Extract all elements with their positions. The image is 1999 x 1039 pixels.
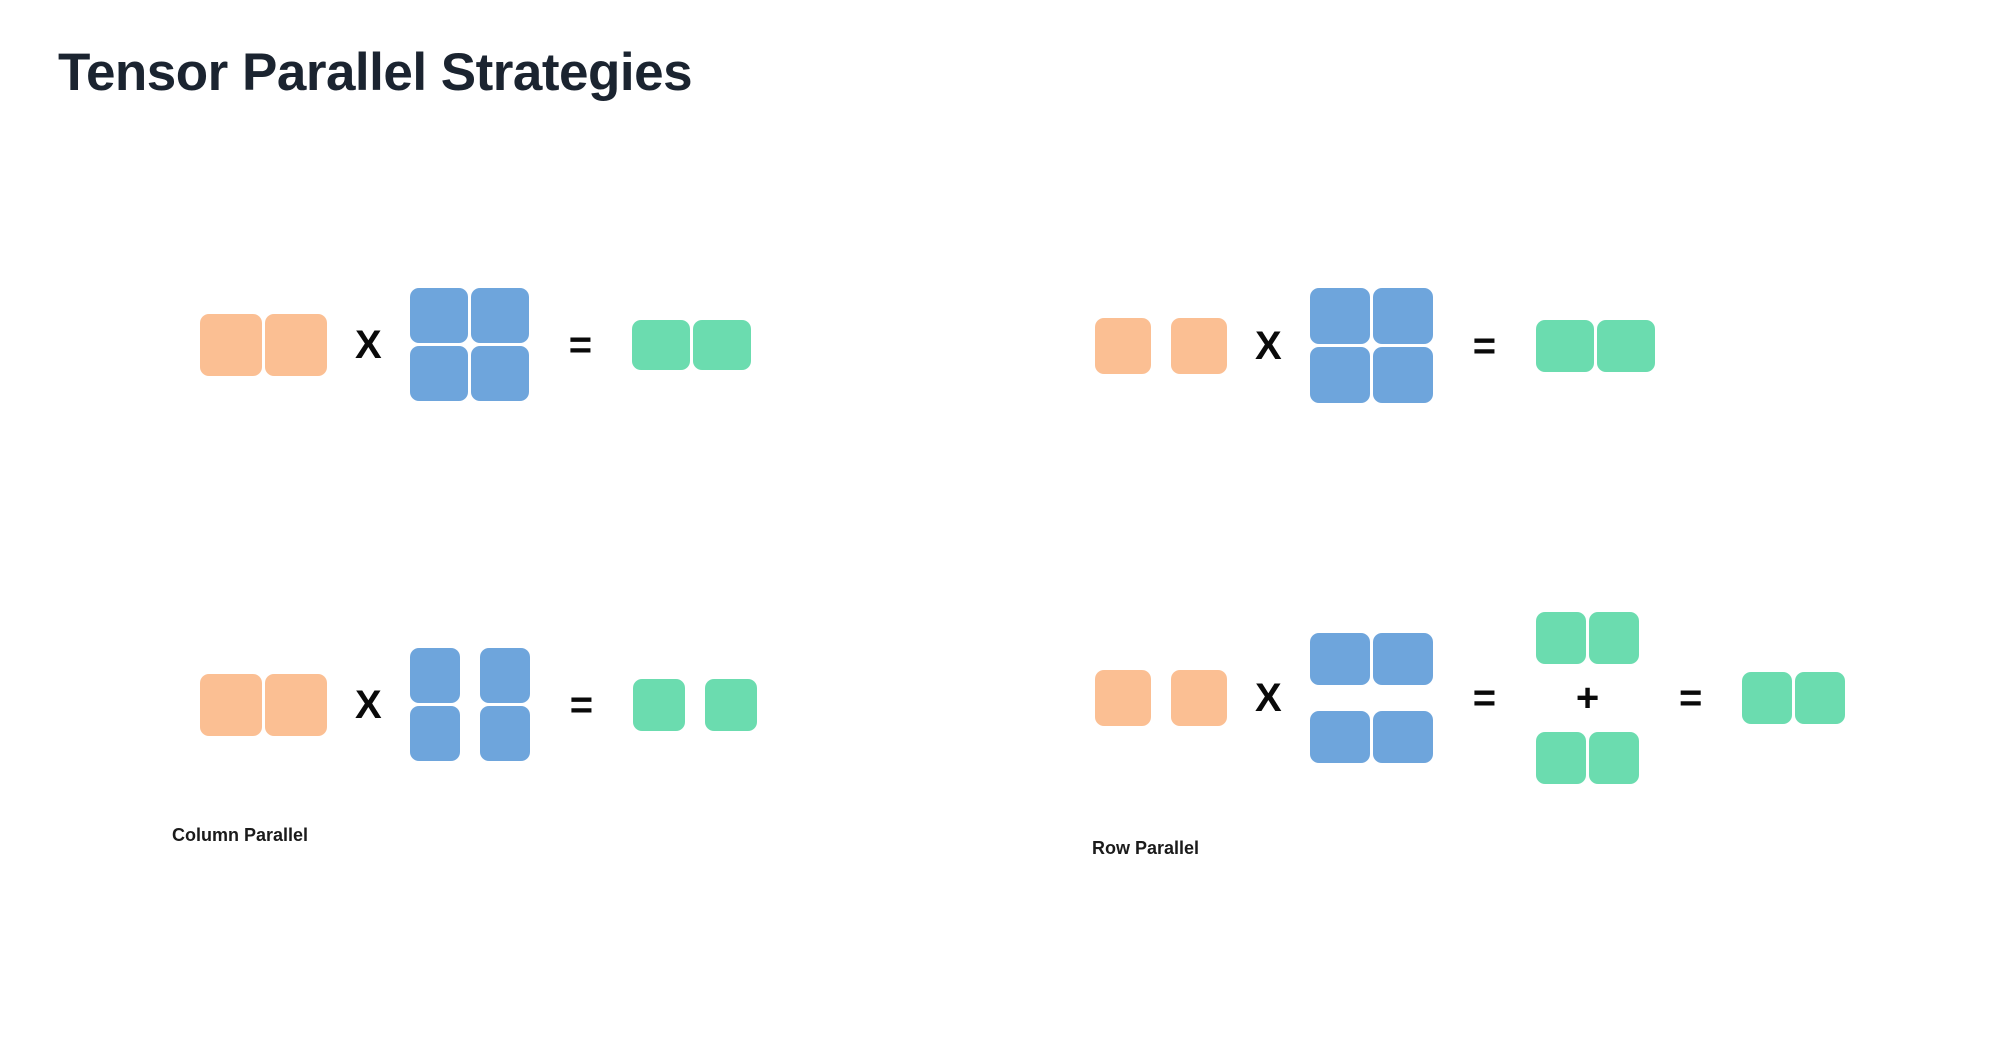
operator-equals: = xyxy=(568,322,593,367)
matrix-cell-green xyxy=(632,319,691,370)
output-matrix-green xyxy=(1536,319,1656,372)
operator-multiply: X xyxy=(1255,676,1282,720)
matrix-cell-green xyxy=(705,678,758,731)
output-matrix-green xyxy=(632,319,752,370)
matrix-row xyxy=(632,319,752,370)
partial-sums-group: + xyxy=(1536,612,1640,784)
weight-shard-column xyxy=(479,648,530,761)
matrix-row xyxy=(1309,288,1433,344)
matrix-cell-green xyxy=(1795,672,1846,724)
matrix-cell-blue xyxy=(470,288,529,343)
matrix-row xyxy=(409,288,529,343)
matrix-cell-blue xyxy=(409,288,468,343)
input-matrix-orange xyxy=(200,313,327,376)
weight-shard-row xyxy=(1309,633,1433,685)
matrix-cell-blue xyxy=(1372,633,1433,685)
operator-equals: = xyxy=(1679,676,1703,720)
operator-equals: = xyxy=(569,682,594,727)
weight-shard-column xyxy=(409,648,460,761)
matrix-cell-blue xyxy=(1309,711,1370,763)
matrix-cell-green xyxy=(1589,732,1640,784)
output-matrix-green-reduced xyxy=(1742,672,1846,724)
diagram-row-parallel-unsharded: X = xyxy=(1095,288,1656,403)
matrix-cell-green xyxy=(1536,319,1595,372)
matrix-cell-green xyxy=(1536,612,1587,664)
input-matrix-orange-column-sharded xyxy=(1095,670,1227,726)
matrix-cell-orange xyxy=(1095,670,1151,726)
matrix-cell-green xyxy=(1597,319,1656,372)
matrix-cell-blue xyxy=(1309,633,1370,685)
matrix-cell-blue xyxy=(1309,288,1370,344)
weight-shard-row xyxy=(1309,711,1433,763)
matrix-cell-orange xyxy=(1171,670,1227,726)
matrix-cell-blue xyxy=(1372,711,1433,763)
weight-matrix-blue xyxy=(1309,288,1433,403)
matrix-cell-blue xyxy=(1309,347,1370,403)
diagram-column-parallel-unsharded: X = xyxy=(200,288,752,401)
operator-multiply: X xyxy=(1255,323,1282,368)
input-matrix-orange xyxy=(200,673,327,736)
matrix-cell-blue xyxy=(1372,288,1433,344)
matrix-row xyxy=(200,673,327,736)
matrix-cell-blue xyxy=(409,648,460,703)
matrix-cell-blue xyxy=(470,346,529,401)
matrix-cell-orange xyxy=(200,673,262,736)
matrix-cell-blue xyxy=(409,346,468,401)
caption-row-parallel: Row Parallel xyxy=(1092,838,1200,858)
matrix-cell-green xyxy=(1742,672,1793,724)
diagram-row-parallel-sharded: X = + = xyxy=(1095,612,1846,784)
matrix-cell-orange xyxy=(265,313,327,376)
matrix-cell-orange xyxy=(200,313,262,376)
matrix-cell-blue xyxy=(479,648,530,703)
matrix-cell-green xyxy=(1536,732,1587,784)
operator-multiply: X xyxy=(355,322,382,367)
diagram-column-parallel-sharded: X = xyxy=(200,648,758,761)
partial-sum-term xyxy=(1536,732,1640,784)
caption-column-parallel: Column Parallel xyxy=(172,825,309,845)
input-matrix-orange-column-sharded xyxy=(1095,317,1227,374)
partial-sum-term xyxy=(1536,612,1640,664)
matrix-cell-orange xyxy=(1095,317,1151,374)
matrix-cell-green xyxy=(693,319,752,370)
matrix-cell-green xyxy=(633,678,686,731)
operator-equals: = xyxy=(1472,323,1497,368)
operator-equals: = xyxy=(1472,676,1497,720)
weight-matrix-blue-column-sharded xyxy=(409,648,530,761)
matrix-cell-green xyxy=(1589,612,1640,664)
matrix-cell-blue xyxy=(479,706,530,761)
matrix-row xyxy=(1309,347,1433,403)
matrix-row xyxy=(200,313,327,376)
weight-matrix-blue xyxy=(409,288,529,401)
output-matrix-green-column-sharded xyxy=(633,678,758,731)
matrix-cell-orange xyxy=(265,673,327,736)
matrix-cell-blue xyxy=(1372,347,1433,403)
operator-plus: + xyxy=(1575,676,1600,720)
operator-multiply: X xyxy=(355,682,382,727)
matrix-row xyxy=(409,346,529,401)
weight-matrix-blue-row-sharded xyxy=(1309,633,1433,763)
matrix-cell-blue xyxy=(409,706,460,761)
matrix-cell-orange xyxy=(1171,317,1227,374)
page-title: Tensor Parallel Strategies xyxy=(58,43,693,102)
